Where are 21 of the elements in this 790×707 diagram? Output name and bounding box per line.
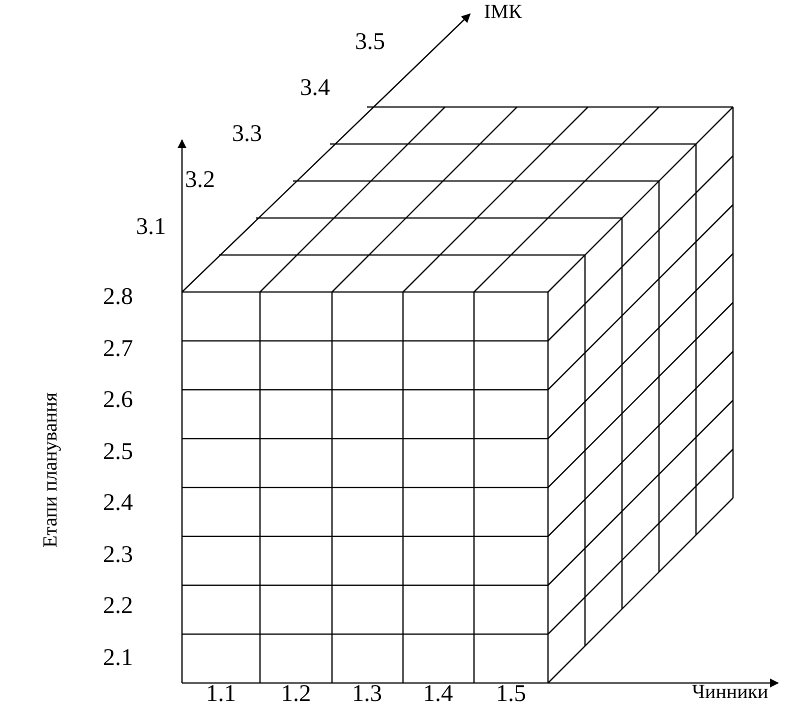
tick-label: 1.2 bbox=[281, 682, 311, 706]
axis-title: ІМК bbox=[484, 2, 522, 22]
tick-label: 2.5 bbox=[103, 440, 133, 464]
tick-label: 2.1 bbox=[103, 646, 133, 670]
tick-label: 3.1 bbox=[136, 215, 166, 239]
axis-title: Чинники bbox=[692, 682, 768, 702]
tick-label: 2.4 bbox=[103, 491, 133, 515]
tick-label: 1.4 bbox=[423, 682, 453, 706]
tick-label: 3.5 bbox=[355, 30, 385, 54]
tick-label: 2.2 bbox=[103, 594, 133, 618]
tick-label: 3.4 bbox=[300, 76, 330, 100]
axis-title: Етапи планування bbox=[40, 392, 60, 548]
tick-label: 3.3 bbox=[232, 122, 262, 146]
tick-label: 2.3 bbox=[103, 542, 133, 566]
tick-label: 1.5 bbox=[496, 682, 526, 706]
tick-label: 2.8 bbox=[103, 285, 133, 309]
tick-label: 2.7 bbox=[103, 336, 133, 360]
tick-label: 3.2 bbox=[185, 168, 215, 192]
tick-label: 1.3 bbox=[352, 682, 382, 706]
tick-label: 2.6 bbox=[103, 388, 133, 412]
tick-label: 1.1 bbox=[206, 682, 236, 706]
